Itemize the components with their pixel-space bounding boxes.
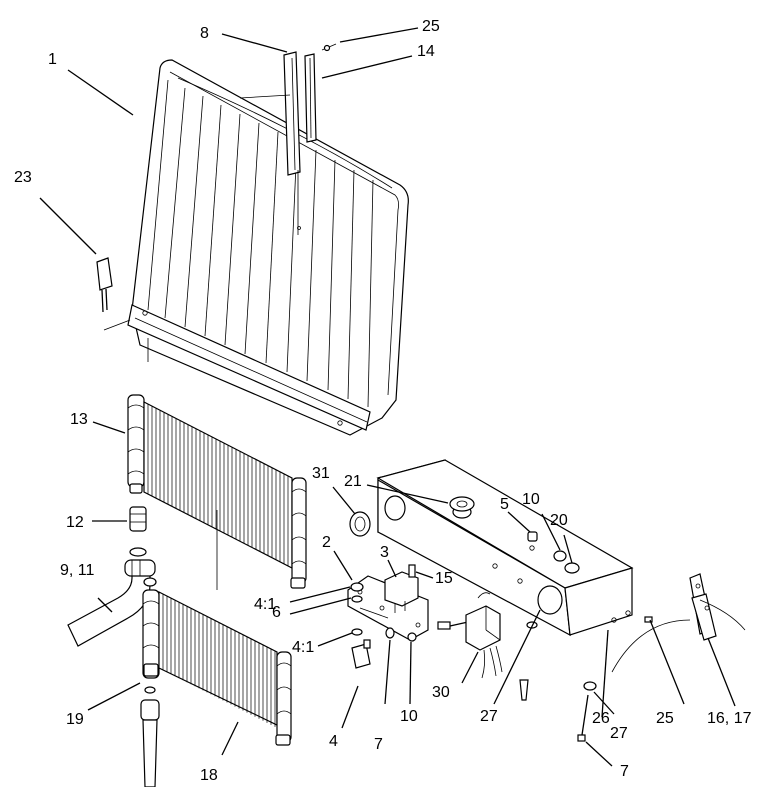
switch-3 <box>384 564 419 613</box>
callout-23: 23 <box>14 169 32 186</box>
shroud-assembly <box>103 43 409 436</box>
screw-15 <box>437 621 469 630</box>
bracket-16-17 <box>611 573 746 673</box>
callout-26: 26 <box>592 710 610 727</box>
callout-16-17: 16, 17 <box>707 710 752 727</box>
callout-3: 3 <box>380 544 389 561</box>
callout-21: 21 <box>344 473 362 490</box>
callout-4-1-top: 4:1 <box>254 596 276 613</box>
callout-31: 31 <box>312 465 330 482</box>
callout-8: 8 <box>200 25 209 42</box>
grommet-31 <box>349 511 371 537</box>
callout-25-right: 25 <box>656 710 674 727</box>
heater-core-lower <box>140 589 292 787</box>
callout-12: 12 <box>66 514 84 531</box>
switch-4 <box>351 639 371 669</box>
bracket-26 <box>376 459 634 637</box>
callout-2: 2 <box>322 534 331 551</box>
callout-25-top: 25 <box>422 18 440 35</box>
grommet-21 <box>449 496 475 512</box>
callout-6: 6 <box>272 604 281 621</box>
callout-18: 18 <box>200 767 218 784</box>
bolt-7-27-right <box>577 681 597 742</box>
callout-5: 5 <box>500 496 509 513</box>
callout-15: 15 <box>435 570 453 587</box>
callout-labels: 1 8 25 14 23 13 12 9, 11 19 18 31 21 5 1… <box>14 18 752 784</box>
callout-20: 20 <box>550 512 568 529</box>
callout-4-1-bottom: 4:1 <box>292 639 314 656</box>
callout-4: 4 <box>329 733 338 750</box>
hose-9-11 <box>67 559 157 647</box>
washers-4-6 <box>350 582 389 636</box>
callout-27-left: 27 <box>480 708 498 725</box>
callout-27-right: 27 <box>610 725 628 742</box>
callout-10-bottom: 10 <box>400 708 418 725</box>
callout-30: 30 <box>432 684 450 701</box>
callout-1: 1 <box>48 51 57 68</box>
callout-13: 13 <box>70 411 88 428</box>
leader-lines <box>39 27 736 767</box>
callout-19: 19 <box>66 711 84 728</box>
callout-7-right: 7 <box>620 763 629 780</box>
fitting-12 <box>129 506 147 557</box>
screws-7-10-bottom <box>385 627 417 642</box>
relay-30 <box>465 592 503 679</box>
callout-9-11: 9, 11 <box>60 562 95 579</box>
callout-10-right: 10 <box>522 491 540 508</box>
callout-7-left: 7 <box>374 736 383 753</box>
heater-core-upper <box>127 394 307 590</box>
callout-14: 14 <box>417 43 435 60</box>
connector-23 <box>96 257 113 313</box>
